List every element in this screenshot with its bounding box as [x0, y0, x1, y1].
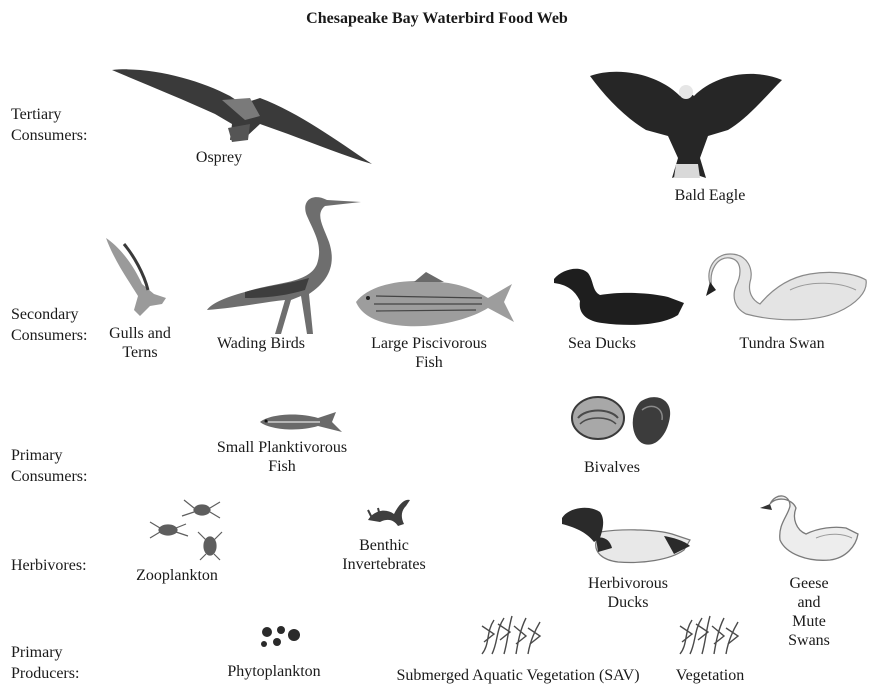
zooplankton-image [148, 498, 228, 562]
benthic-invertebrates-label: Benthic Invertebrates [342, 536, 426, 574]
heron-image [205, 186, 365, 336]
vegetation-label: Vegetation [676, 666, 744, 685]
vegetation-image [676, 614, 742, 658]
osprey-label: Osprey [196, 148, 242, 167]
sav-image [478, 614, 544, 658]
level-herbivores: Herbivores: [11, 555, 87, 576]
sav-label: Submerged Aquatic Vegetation (SAV) [396, 666, 639, 685]
bivalves-image [570, 392, 674, 452]
level-secondary-consumers: Secondary Consumers: [11, 304, 87, 346]
geese-swans-label: Geese and Mute Swans [777, 574, 842, 650]
diagram-title: Chesapeake Bay Waterbird Food Web [0, 10, 874, 28]
striped-bass-image [354, 270, 516, 330]
bald-eagle-image [588, 66, 783, 181]
tundra-swan-image [706, 252, 874, 332]
wading-birds-label: Wading Birds [217, 334, 305, 353]
bald-eagle-label: Bald Eagle [675, 186, 746, 205]
bivalves-label: Bivalves [584, 458, 640, 477]
sea-duck-image [552, 263, 686, 327]
level-primary-consumers: Primary Consumers: [11, 445, 87, 487]
herbivorous-ducks-label: Herbivorous Ducks [588, 574, 668, 612]
level-primary-producers: Primary Producers: [11, 642, 79, 684]
goose-image [756, 494, 860, 570]
sea-ducks-label: Sea Ducks [568, 334, 636, 353]
benthic-invertebrate-image [366, 496, 414, 528]
zooplankton-label: Zooplankton [136, 566, 218, 585]
canvasback-image [560, 504, 692, 568]
level-tertiary-consumers: Tertiary Consumers: [11, 104, 87, 146]
gulls-terns-label: Gulls and Terns [109, 324, 171, 362]
osprey-image [110, 58, 375, 168]
phytoplankton-label: Phytoplankton [227, 662, 320, 681]
tundra-swan-label: Tundra Swan [739, 334, 824, 353]
phytoplankton-image [258, 624, 304, 650]
planktivorous-fish-label: Small Planktivorous Fish [217, 438, 347, 476]
piscivorous-fish-label: Large Piscivorous Fish [371, 334, 487, 372]
gull-image [104, 236, 170, 318]
small-fish-image [258, 410, 344, 434]
